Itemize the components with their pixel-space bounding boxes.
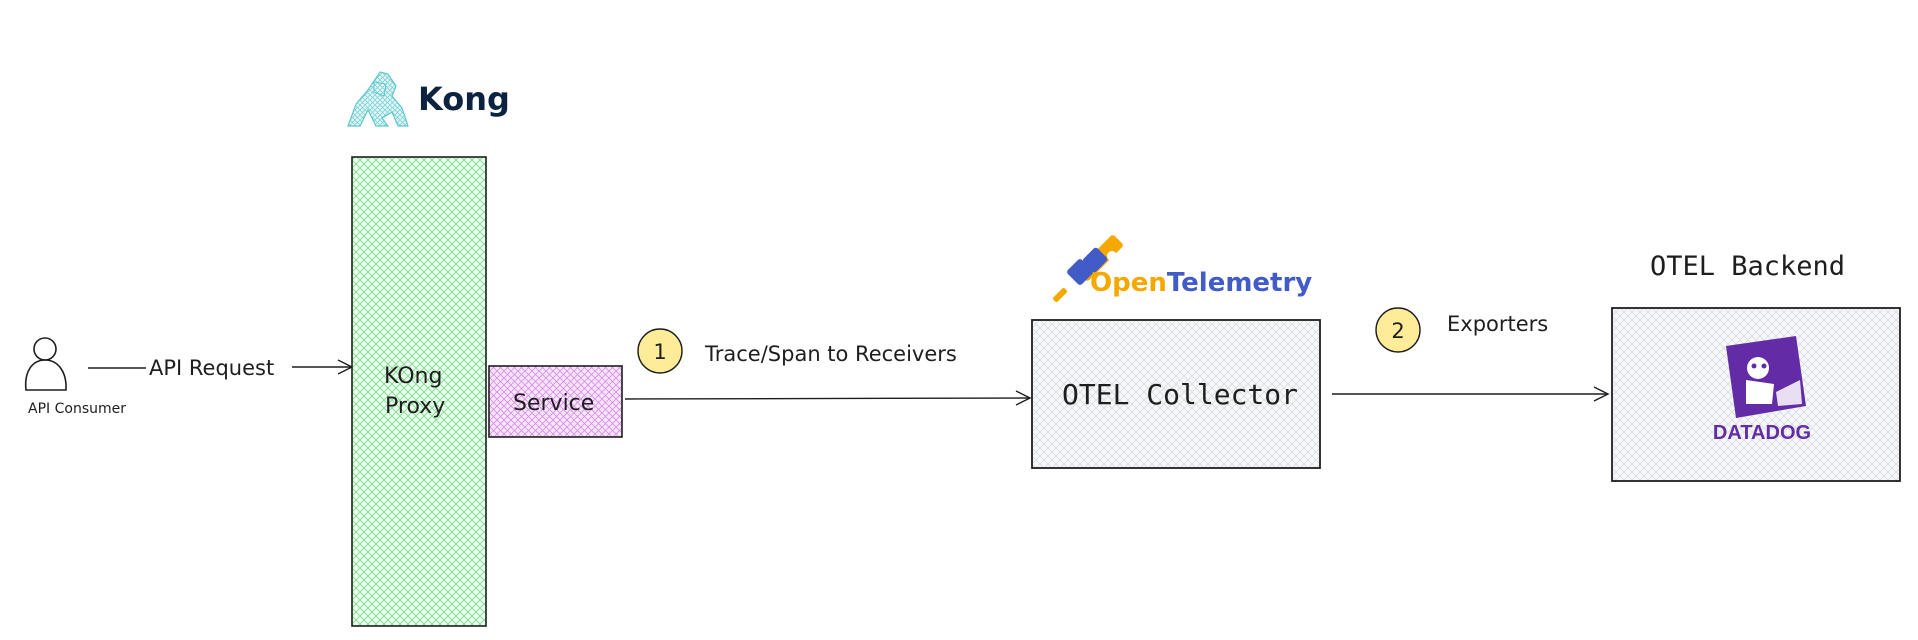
- datadog-logo-icon: [1726, 336, 1806, 418]
- export-arrow: [1332, 386, 1610, 402]
- otel-backend-title: OTEL Backend: [1650, 251, 1845, 282]
- kong-proxy-box[interactable]: [351, 156, 487, 627]
- api-consumer-label: API Consumer: [28, 401, 126, 417]
- service-label: Service: [513, 391, 594, 416]
- opentelemetry-logo-telemetry: Telemetry: [1167, 268, 1312, 298]
- otel-collector-label: OTEL Collector: [1062, 378, 1298, 411]
- step-2-number: 2: [1391, 319, 1404, 343]
- step-2-badge: [1375, 307, 1421, 353]
- user-icon: [24, 337, 67, 391]
- step-1-label: Trace/Span to Receivers: [704, 342, 957, 366]
- kong-logo-icon: [347, 71, 409, 127]
- kong-logo-text: Kong: [418, 80, 510, 118]
- service-box[interactable]: [488, 365, 623, 438]
- step-1-number: 1: [653, 340, 666, 364]
- step-2-label: Exporters: [1447, 312, 1548, 336]
- datadog-logo-text: DATADOG: [1713, 422, 1811, 444]
- step-1-badge: [637, 328, 683, 374]
- kong-proxy-label-line2: Proxy: [385, 394, 445, 419]
- api-request-label: API Request: [149, 356, 274, 380]
- opentelemetry-logo-icon: [1053, 235, 1123, 302]
- kong-proxy-label-line1: KOng: [384, 364, 442, 389]
- trace-arrow: [624, 390, 1032, 406]
- otel-collector-box[interactable]: [1031, 319, 1321, 469]
- opentelemetry-logo-text: OpenTelemetry: [1090, 268, 1312, 298]
- opentelemetry-logo-open: Open: [1090, 268, 1167, 298]
